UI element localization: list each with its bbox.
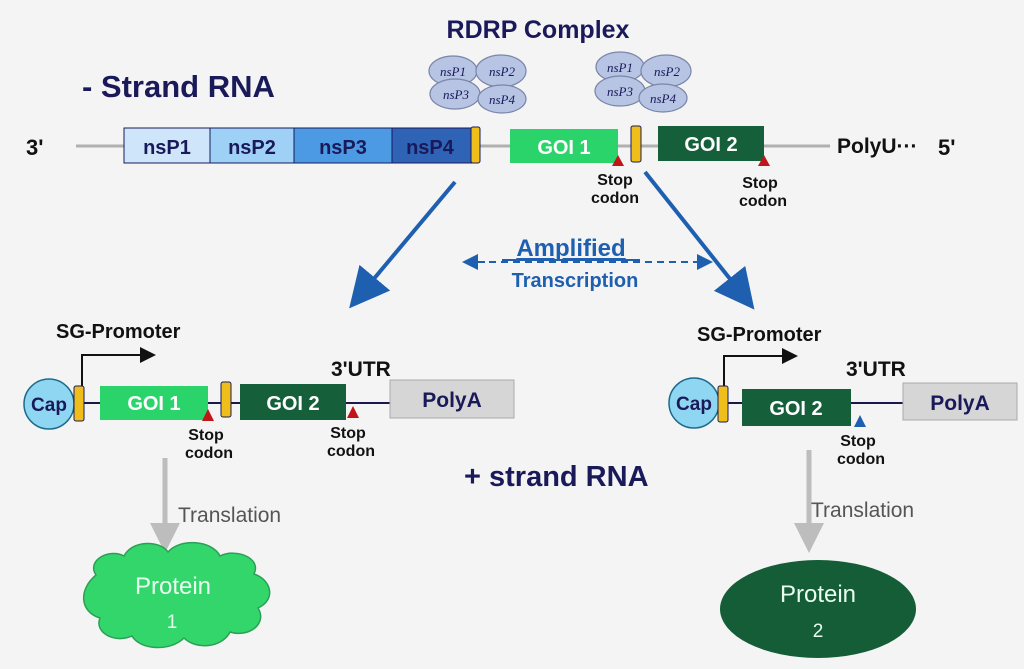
rdrp-cluster-left: nsP1 nsP2 nsP3 nsP4 — [428, 54, 527, 114]
stop-codon-label: Stop — [330, 425, 366, 442]
linker-box — [220, 381, 232, 418]
protein2-label: Protein — [780, 581, 856, 608]
protein2-ellipse — [720, 560, 916, 658]
stop-codon-marker — [202, 409, 214, 421]
transcription-label: Transcription — [512, 270, 639, 292]
nsp-polyprotein: nsP1 nsP2 nsP3 nsP4 — [123, 126, 481, 164]
right-sg-promoter-label: SG-Promoter — [697, 324, 822, 346]
stop-codon-label: codon — [185, 445, 233, 462]
rdrp-label: nsP1 — [440, 64, 466, 79]
protein2-number: 2 — [813, 621, 824, 642]
left-goi1-block — [100, 386, 208, 420]
linker-box — [717, 385, 729, 423]
rdrp-cluster-right: nsP1 nsP2 nsP3 nsP4 — [594, 51, 692, 113]
linker-box — [470, 126, 481, 164]
right-cap-label: Cap — [676, 394, 712, 415]
rdrp-label: nsP4 — [650, 91, 677, 106]
nsp1-segment — [123, 127, 211, 164]
rdrp-label: nsP1 — [607, 60, 633, 75]
protein1-label: Protein — [135, 573, 211, 600]
protein1-number: 1 — [167, 612, 178, 633]
linker-box — [630, 125, 642, 163]
rdrp-label: nsP3 — [607, 84, 634, 99]
stop-codon-marker — [347, 406, 359, 418]
linker-box — [73, 385, 85, 422]
stop-codon-marker — [612, 155, 624, 166]
left-goi2-label: GOI 2 — [266, 393, 319, 415]
left-goi1-label: GOI 1 — [127, 393, 180, 415]
rdrp-blob — [477, 84, 527, 114]
right-translation-label: Translation — [811, 499, 914, 522]
rdrp-blob — [638, 83, 688, 113]
minus-strand-5prime: 5' — [938, 135, 955, 160]
nsp2-label: nsP2 — [228, 137, 276, 159]
stop-codon-label: Stop — [742, 175, 778, 192]
stop-codon-label: codon — [837, 451, 885, 468]
nsp4-segment — [391, 127, 473, 164]
rdrp-label: nsP4 — [489, 92, 516, 107]
rdrp-label: nsP2 — [489, 64, 516, 79]
nsp1-label: nsP1 — [143, 137, 191, 159]
left-translation-label: Translation — [178, 504, 281, 527]
goi1-label: GOI 1 — [537, 137, 590, 159]
polyu-label: PolyU··· — [837, 135, 918, 158]
left-polya-label: PolyA — [422, 389, 482, 412]
goi2-label: GOI 2 — [684, 134, 737, 156]
stop-codon-label: Stop — [597, 172, 633, 189]
goi2-block — [658, 126, 764, 161]
rdrp-title: RDRP Complex — [447, 16, 630, 44]
minus-strand-3prime: 3' — [26, 135, 43, 160]
right-goi2-block — [742, 389, 851, 426]
stop-codon-label: Stop — [840, 433, 876, 450]
right-polya-label: PolyA — [930, 392, 990, 415]
left-promoter-arrow — [81, 347, 156, 389]
amplified-label: Amplified — [516, 235, 625, 262]
right-promoter-arrow — [723, 348, 798, 388]
stop-codon-marker — [758, 155, 770, 166]
arrow-to-left-construct — [349, 180, 457, 309]
right-3utr-label: 3'UTR — [846, 358, 906, 381]
left-polya-block — [389, 379, 515, 419]
rdrp-label: nsP2 — [654, 64, 681, 79]
right-goi2-label: GOI 2 — [769, 398, 822, 420]
stop-codon-label: codon — [739, 193, 787, 210]
rdrp-label: nsP3 — [443, 87, 470, 102]
left-3utr-label: 3'UTR — [331, 358, 391, 381]
protein1-cloud — [82, 541, 271, 649]
nsp4-label: nsP4 — [406, 137, 455, 159]
stop-codon-label: codon — [591, 190, 639, 207]
nsp3-segment — [293, 127, 393, 164]
stop-codon-marker — [854, 415, 866, 427]
nsp3-label: nsP3 — [319, 137, 367, 159]
left-goi2-block — [240, 384, 346, 420]
goi1-block — [510, 129, 618, 163]
left-sg-promoter-label: SG-Promoter — [56, 321, 181, 343]
nsp2-segment — [209, 127, 295, 164]
plus-strand-title: + strand RNA — [464, 461, 649, 493]
left-cap-label: Cap — [31, 395, 67, 416]
arrow-to-right-construct — [643, 170, 755, 310]
right-polya-block — [902, 382, 1018, 421]
stop-codon-label: Stop — [188, 427, 224, 444]
stop-codon-label: codon — [327, 443, 375, 460]
minus-strand-title: - Strand RNA — [82, 69, 275, 104]
